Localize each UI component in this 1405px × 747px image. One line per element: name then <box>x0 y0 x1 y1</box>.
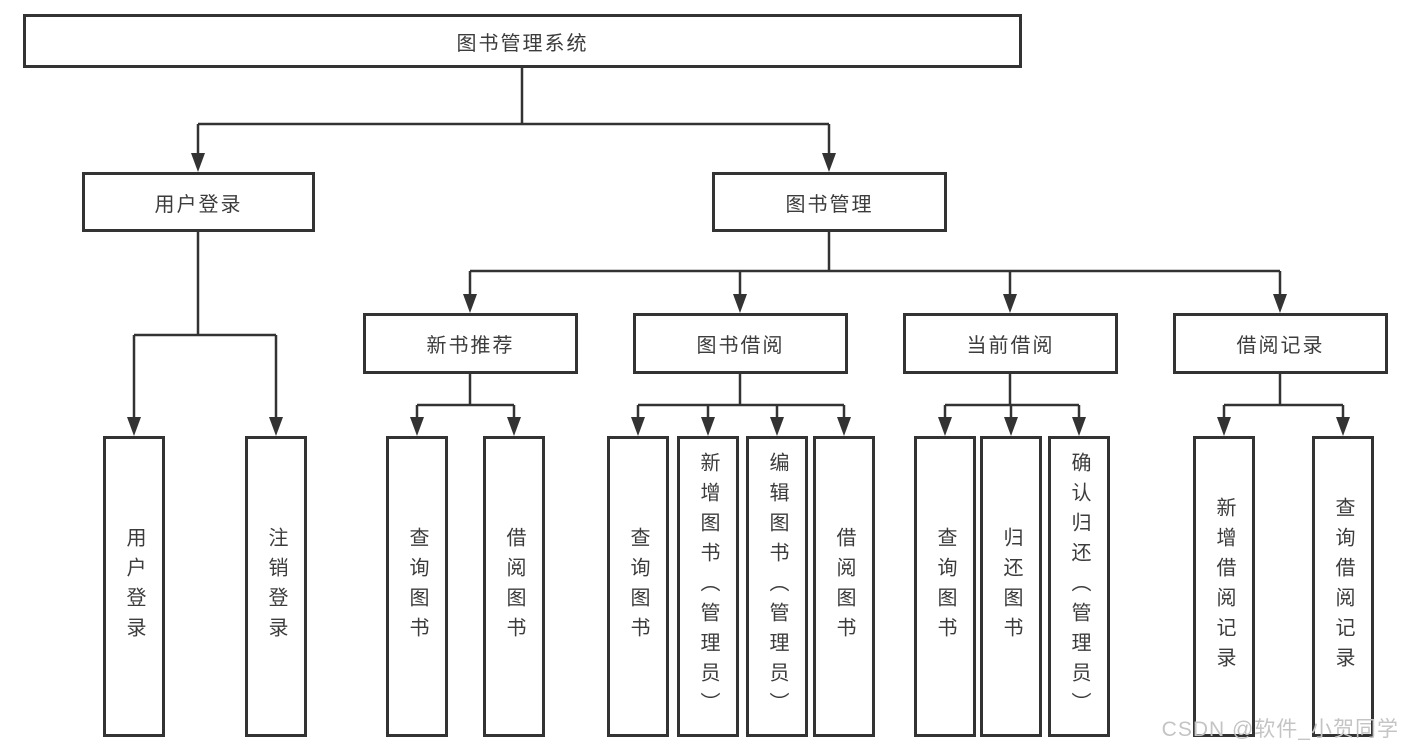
leaf-query-borrow-record: 查询借阅记录 <box>1312 436 1374 737</box>
leaf-label: 确认归还（管理员） <box>1068 451 1090 722</box>
arrowhead-icons <box>127 153 1350 436</box>
leaf-borrow-books: 借阅图书 <box>483 436 545 737</box>
leaf-query-books: 查询图书 <box>607 436 669 737</box>
node-borrowing-records: 借阅记录 <box>1173 313 1388 374</box>
leaf-return-books: 归还图书 <box>980 436 1042 737</box>
leaf-label: 查询图书 <box>406 526 428 647</box>
leaf-query-books: 查询图书 <box>914 436 976 737</box>
leaf-edit-books-admin: 编辑图书（管理员） <box>746 436 808 737</box>
node-book-borrowing: 图书借阅 <box>633 313 848 374</box>
leaf-label: 借阅图书 <box>503 526 525 647</box>
leaf-label: 新增图书（管理员） <box>697 451 719 722</box>
leaf-logout: 注销登录 <box>245 436 307 737</box>
csdn-watermark: CSDN @软件_小贺同学 <box>1161 718 1399 741</box>
leaf-add-borrow-record: 新增借阅记录 <box>1193 436 1255 737</box>
leaf-label: 归还图书 <box>1000 526 1022 647</box>
leaf-label: 借阅图书 <box>833 526 855 647</box>
leaf-label: 用户登录 <box>123 526 145 647</box>
leaf-label: 查询图书 <box>934 526 956 647</box>
leaf-user-login: 用户登录 <box>103 436 165 737</box>
node-book-management: 图书管理 <box>712 172 947 232</box>
node-user-login: 用户登录 <box>82 172 315 232</box>
leaf-borrow-books: 借阅图书 <box>813 436 875 737</box>
leaf-label: 查询借阅记录 <box>1332 496 1354 677</box>
leaf-query-books: 查询图书 <box>386 436 448 737</box>
node-new-book-recommend: 新书推荐 <box>363 313 578 374</box>
node-root-system: 图书管理系统 <box>23 14 1022 68</box>
leaf-label: 编辑图书（管理员） <box>766 451 788 722</box>
leaf-confirm-return-admin: 确认归还（管理员） <box>1048 436 1110 737</box>
leaf-label: 新增借阅记录 <box>1213 496 1235 677</box>
leaf-label: 查询图书 <box>627 526 649 647</box>
node-current-borrowing: 当前借阅 <box>903 313 1118 374</box>
leaf-label: 注销登录 <box>265 526 287 647</box>
leaf-add-books-admin: 新增图书（管理员） <box>677 436 739 737</box>
